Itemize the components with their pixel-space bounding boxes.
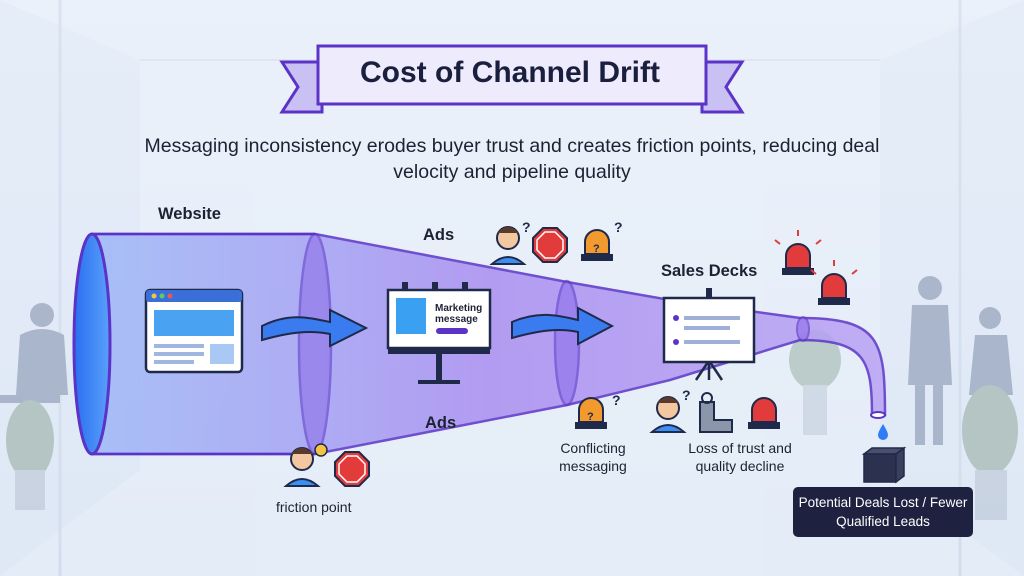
page-title: Cost of Channel Drift — [360, 56, 660, 89]
alarm-light-icon-trust — [748, 397, 780, 429]
svg-text:?: ? — [522, 219, 531, 235]
person-silhouette-right — [908, 276, 1013, 445]
box-icon — [861, 446, 907, 484]
alarm-light-icon-red-2 — [810, 260, 858, 305]
confused-person-icon: ? — [489, 219, 531, 265]
confused-person-icon-friction — [283, 443, 328, 487]
callout-conflicting-messaging: Conflicting messaging — [559, 440, 627, 474]
callout-friction-point: friction point — [276, 499, 352, 515]
arrow-right-icon — [261, 308, 369, 348]
stage-label-sales-decks: Sales Decks — [661, 262, 758, 280]
stage-label-ads-top: Ads — [423, 226, 455, 244]
callout-loss-of-trust: Loss of trust and quality decline — [688, 440, 792, 474]
water-drop-icon — [878, 424, 888, 440]
alarm-light-icon-conflicting: ? ? — [575, 392, 621, 429]
plant-mid — [789, 330, 841, 435]
arrow-right-icon-2 — [511, 306, 615, 346]
billboard-icon — [386, 282, 492, 384]
svg-text:?: ? — [612, 392, 621, 408]
confused-person-icon-trust: ? — [649, 387, 691, 433]
billboard-message: Marketing message — [435, 303, 483, 325]
subtitle: Messaging inconsistency erodes buyer tru… — [144, 135, 880, 183]
funnel-ring-1 — [297, 232, 333, 456]
svg-text:?: ? — [587, 411, 594, 423]
alarm-light-icon: ? ? — [581, 219, 623, 261]
outcome-box: Potential Deals Lost / Fewer Qualified L… — [793, 487, 973, 537]
pipe-leak-icon — [699, 392, 733, 433]
stop-sign-icon — [532, 227, 568, 263]
stage-label-ads-bottom: Ads — [425, 414, 457, 432]
funnel-ring-2 — [553, 279, 581, 407]
title-banner — [279, 44, 745, 114]
stage-label-website: Website — [158, 205, 221, 223]
svg-text:?: ? — [682, 387, 691, 403]
presentation-board-icon — [662, 288, 756, 381]
svg-text:?: ? — [614, 219, 623, 235]
alarm-light-icon-red-1 — [774, 230, 822, 275]
person-silhouette-left — [0, 303, 68, 403]
plant-left — [6, 400, 54, 510]
funnel-opening — [72, 232, 112, 456]
plant-right — [962, 385, 1018, 520]
svg-text:?: ? — [593, 243, 600, 255]
browser-window-icon — [144, 288, 244, 374]
stop-sign-icon-friction — [334, 451, 370, 487]
funnel-ring-3 — [796, 316, 810, 342]
